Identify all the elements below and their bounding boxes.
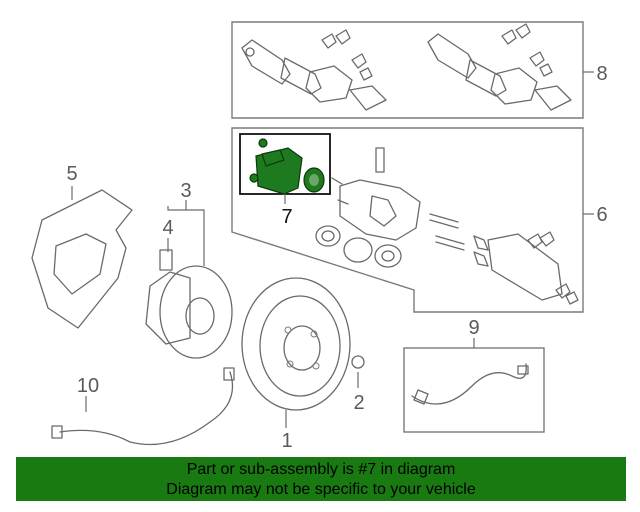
callout-1: 1 xyxy=(281,430,292,452)
brake-rotor-1 xyxy=(241,277,351,428)
callout-4: 4 xyxy=(162,217,173,239)
abs-sensor-9 xyxy=(403,338,545,433)
brake-pad-kit-group xyxy=(231,21,594,119)
callout-7: 7 xyxy=(281,206,292,228)
callout-8: 8 xyxy=(596,63,607,85)
callout-5: 5 xyxy=(66,163,77,185)
callout-9: 9 xyxy=(468,317,479,339)
caliper-sub-assembly-7 xyxy=(239,133,331,204)
hub-bearing-3 xyxy=(145,200,233,359)
callout-3: 3 xyxy=(180,180,191,202)
banner-line-2: Diagram may not be specific to your vehi… xyxy=(166,481,476,498)
wire-harness-10 xyxy=(51,367,235,446)
rotor-screw-2 xyxy=(351,355,365,388)
callout-10: 10 xyxy=(77,375,99,397)
banner-line-1: Part or sub-assembly is #7 in diagram xyxy=(186,461,456,478)
fitment-banner: Part or sub-assembly is #7 in diagram Di… xyxy=(16,457,626,501)
callout-2: 2 xyxy=(353,392,364,414)
callout-6: 6 xyxy=(596,204,607,226)
caliper-assembly-group xyxy=(231,127,594,313)
dust-shield-5 xyxy=(31,186,133,329)
